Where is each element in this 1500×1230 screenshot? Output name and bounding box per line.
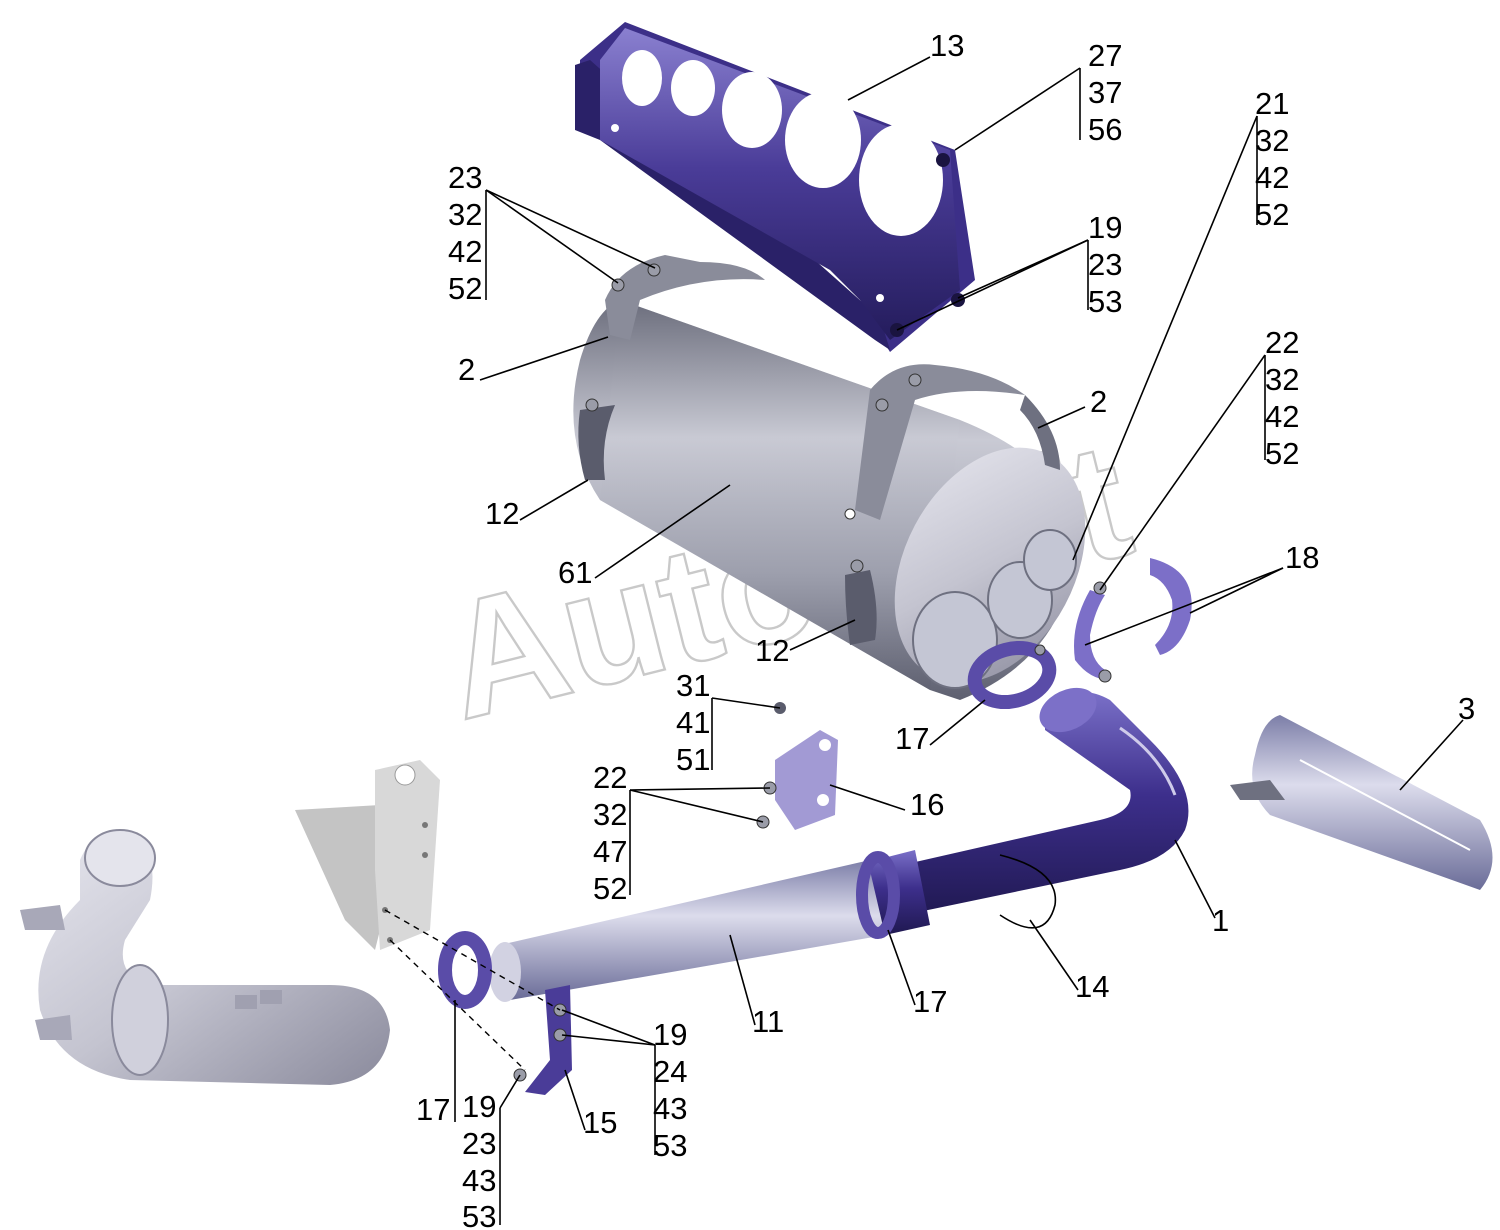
callout-19c-line4: 53 bbox=[462, 1199, 496, 1230]
callout-14: 14 bbox=[1075, 969, 1109, 1004]
callout-21-line2: 32 bbox=[1255, 123, 1289, 158]
muffler-body bbox=[573, 255, 1086, 700]
heat-shield-bracket bbox=[575, 22, 975, 352]
callout-19b-line3: 43 bbox=[653, 1091, 687, 1126]
callout-31-line3: 51 bbox=[676, 742, 710, 777]
callout-27-line2: 37 bbox=[1088, 75, 1122, 110]
callout-19c-line3: 43 bbox=[462, 1163, 496, 1198]
band-clamp-lower bbox=[438, 931, 492, 1009]
callout-19b-line2: 24 bbox=[653, 1054, 687, 1089]
callout-19c-line1: 19 bbox=[462, 1089, 496, 1124]
callout-12-lower: 12 bbox=[755, 633, 789, 668]
pipe-clamps bbox=[1074, 558, 1192, 683]
callout-16: 16 bbox=[910, 787, 944, 822]
band-clamp-upper bbox=[967, 641, 1057, 709]
callout-19c-line2: 23 bbox=[462, 1126, 496, 1161]
callout-13: 13 bbox=[930, 28, 964, 63]
callout-19a-line2: 23 bbox=[1088, 247, 1122, 282]
callout-11: 11 bbox=[752, 1004, 784, 1039]
callout-22a-line2: 32 bbox=[1265, 362, 1299, 397]
callout-27-line3: 56 bbox=[1088, 112, 1122, 147]
callout-22a-line4: 52 bbox=[1265, 436, 1299, 471]
callout-22b-line4: 52 bbox=[593, 871, 627, 906]
callout-12-left: 12 bbox=[485, 496, 519, 531]
callout-17-lower: 17 bbox=[416, 1092, 450, 1127]
callout-22b-line3: 47 bbox=[593, 834, 627, 869]
callout-61: 61 bbox=[558, 555, 592, 590]
callout-21-line3: 42 bbox=[1255, 160, 1289, 195]
mounting-bracket bbox=[756, 702, 838, 830]
callout-21-line4: 52 bbox=[1255, 197, 1289, 232]
callout-19b-line4: 53 bbox=[653, 1128, 687, 1163]
callout-31-line2: 41 bbox=[676, 705, 710, 740]
callout-2-right: 2 bbox=[1090, 384, 1107, 419]
callout-27-line1: 27 bbox=[1088, 38, 1122, 73]
callout-labels: 13 27 37 56 21 32 42 52 23 32 42 52 19 2… bbox=[416, 28, 1475, 1230]
callout-22a-line1: 22 bbox=[1265, 325, 1299, 360]
lower-pipe-bracket bbox=[513, 985, 572, 1095]
callout-3: 3 bbox=[1458, 691, 1475, 726]
band-clamp-middle bbox=[856, 851, 900, 939]
callout-19a-line1: 19 bbox=[1088, 210, 1122, 245]
callout-23-line3: 42 bbox=[448, 234, 482, 269]
callout-22b-line2: 32 bbox=[593, 797, 627, 832]
callout-22a-line3: 42 bbox=[1265, 399, 1299, 434]
callout-22b-line1: 22 bbox=[593, 760, 627, 795]
callout-1: 1 bbox=[1212, 903, 1229, 938]
engine-side-bracket bbox=[295, 760, 440, 950]
callout-23-line4: 52 bbox=[448, 271, 482, 306]
callout-17-upper: 17 bbox=[895, 721, 929, 756]
assembly-dashed-lines bbox=[384, 909, 561, 1071]
leader-lines bbox=[454, 56, 1464, 1225]
bent-exhaust-pipe bbox=[880, 687, 1189, 920]
callout-18: 18 bbox=[1285, 540, 1319, 575]
callout-21-line1: 21 bbox=[1255, 86, 1289, 121]
callout-2-left: 2 bbox=[458, 352, 475, 387]
callout-23-line2: 32 bbox=[448, 197, 482, 232]
exhaust-downpipe-elbow bbox=[20, 829, 390, 1085]
callout-15: 15 bbox=[583, 1105, 617, 1140]
callout-19b-line1: 19 bbox=[653, 1017, 687, 1052]
tailpipe-tip bbox=[1230, 715, 1493, 890]
wire-hanger bbox=[999, 854, 1057, 929]
callout-31-line1: 31 bbox=[676, 668, 710, 703]
callout-19a-line3: 53 bbox=[1088, 284, 1122, 319]
callout-17-middle: 17 bbox=[913, 984, 947, 1019]
callout-23-line1: 23 bbox=[448, 160, 482, 195]
